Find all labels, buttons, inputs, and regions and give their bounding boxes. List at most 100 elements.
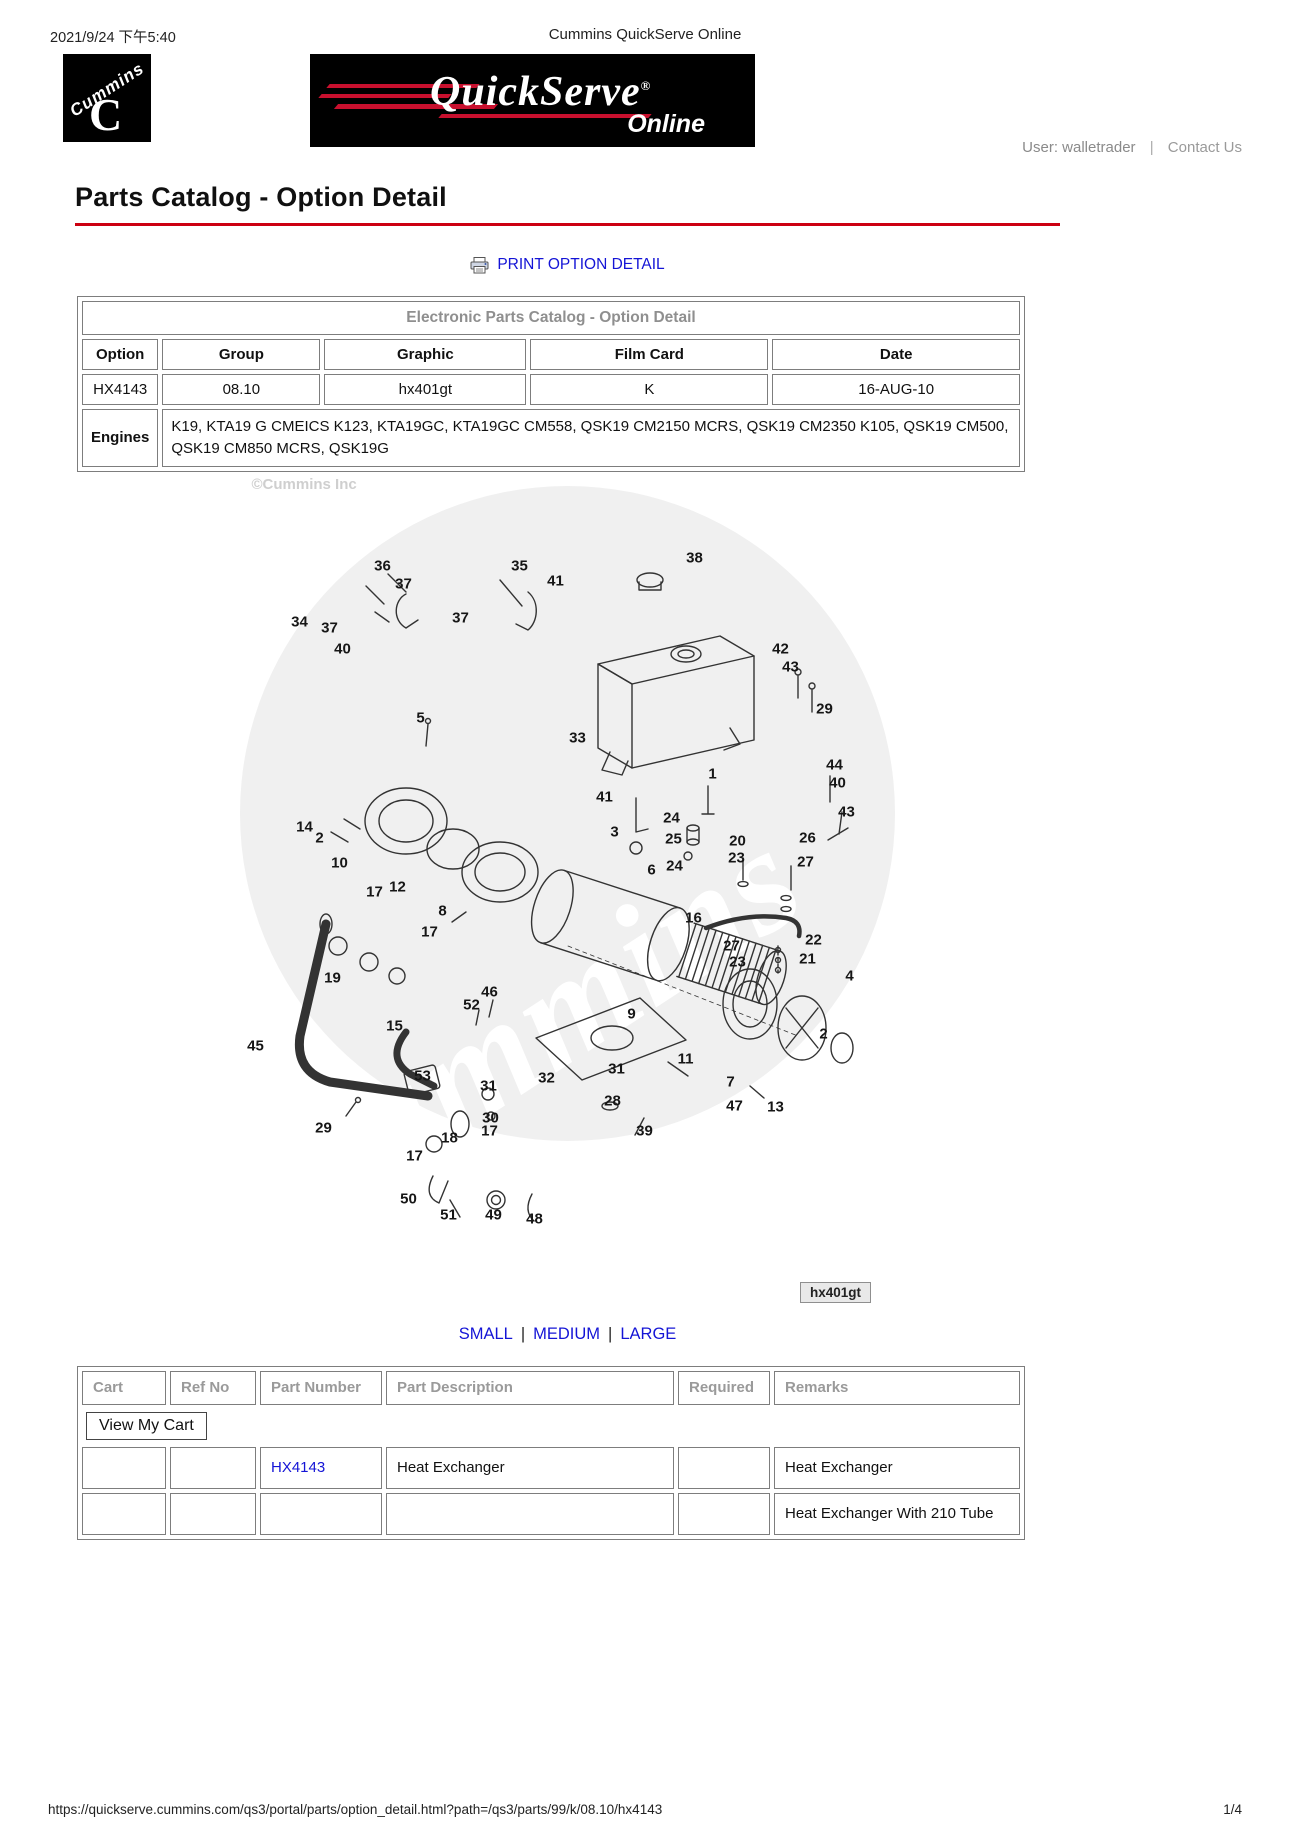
part-callout-number: 23 [729, 953, 746, 970]
part-callout-number: 32 [538, 1069, 555, 1086]
col-header-part-number: Part Number [260, 1370, 382, 1405]
date-value: 16-AUG-10 [772, 374, 1020, 405]
part-description-cell: Heat Exchanger [386, 1446, 674, 1489]
part-callout-number: 37 [452, 609, 469, 626]
cart-cell [82, 1446, 166, 1489]
ref-no-cell [170, 1492, 256, 1535]
part-callout-number: 17 [481, 1122, 498, 1139]
part-callout-number: 21 [799, 950, 816, 967]
size-link-large[interactable]: LARGE [620, 1324, 677, 1343]
part-number-cell: HX4143 [260, 1446, 382, 1489]
copyright-watermark: ©Cummins Inc [251, 475, 357, 493]
part-callout-number: 1 [708, 765, 717, 782]
col-header-date: Date [772, 339, 1020, 370]
part-callout-number: 46 [481, 983, 498, 1000]
part-callout-number: 50 [400, 1190, 417, 1207]
part-callout-number: 19 [324, 969, 341, 986]
part-callout-number: 49 [485, 1206, 502, 1223]
separator: | [1149, 139, 1154, 156]
col-header-group: Group [162, 339, 321, 370]
separator: | [520, 1324, 526, 1343]
group-value: 08.10 [162, 374, 321, 405]
table-row: HX4143 Heat Exchanger Heat Exchanger [82, 1446, 1020, 1489]
part-callout-number: 27 [723, 937, 740, 954]
part-callout-number: 39 [636, 1122, 653, 1139]
part-callout-number: 53 [414, 1067, 431, 1084]
part-callout-number: 41 [596, 788, 613, 805]
content: Parts Catalog - Option Detail PRINT OPTI… [75, 182, 1060, 1540]
part-callout-number: 2 [315, 829, 324, 846]
cart-cell [82, 1492, 166, 1535]
footer: https://quickserve.cummins.com/qs3/porta… [48, 1802, 1242, 1817]
part-callout-number: 38 [686, 549, 703, 566]
registered-mark: ® [640, 78, 652, 93]
size-link-medium[interactable]: MEDIUM [533, 1324, 601, 1343]
watermark-circle [239, 485, 895, 1141]
separator: | [608, 1324, 613, 1343]
title-rule [75, 223, 1060, 226]
part-number-link[interactable]: HX4143 [271, 1459, 326, 1476]
col-header-cart: Cart [82, 1370, 166, 1405]
part-callout-number: 24 [663, 809, 680, 826]
footer-url: https://quickserve.cummins.com/qs3/porta… [48, 1802, 663, 1817]
user-name: walletrader [1062, 139, 1136, 156]
part-callout-number: 23 [728, 849, 745, 866]
part-number-cell [260, 1492, 382, 1535]
part-callout-number: 6 [647, 861, 656, 878]
part-callout-number: 41 [547, 572, 564, 589]
part-callout-number: 43 [838, 803, 855, 820]
col-header-option: Option [82, 339, 159, 370]
part-callout-number: 24 [666, 857, 683, 874]
top-bar: 2021/9/24 下午5:40 Cummins QuickServe Onli… [0, 0, 1290, 46]
part-callout-number: 17 [421, 923, 438, 940]
part-callout-number: 40 [829, 774, 846, 791]
part-callout-number: 37 [395, 575, 412, 592]
size-link-small[interactable]: SMALL [458, 1324, 513, 1343]
required-cell [678, 1492, 770, 1535]
image-size-links: SMALL | MEDIUM | LARGE [75, 1325, 1060, 1344]
part-callout-number: 31 [608, 1060, 625, 1077]
cummins-logo: Cummins C [63, 54, 151, 142]
view-cart-row: View My Cart [82, 1408, 1020, 1443]
part-callout-number: 44 [826, 756, 843, 773]
part-callout-number: 37 [321, 619, 338, 636]
option-table-title: Electronic Parts Catalog - Option Detail [82, 301, 1020, 335]
user-bar: User: walletrader | Contact Us [1022, 139, 1242, 156]
part-callout-number: 45 [247, 1037, 264, 1054]
printer-icon [470, 256, 489, 273]
parts-list-table: Cart Ref No Part Number Part Description… [77, 1365, 1025, 1540]
part-callout-number: 27 [797, 853, 814, 870]
col-header-ref-no: Ref No [170, 1370, 256, 1405]
part-callout-number: 7 [726, 1073, 735, 1090]
part-callout-number: 2 [819, 1025, 828, 1042]
print-option-row: PRINT OPTION DETAIL [75, 256, 1060, 274]
contact-us-link[interactable]: Contact Us [1167, 139, 1242, 156]
cummins-c-icon: C [89, 89, 123, 140]
part-callout-number: 33 [569, 729, 586, 746]
part-callout-number: 48 [526, 1210, 543, 1227]
part-callout-number: 5 [416, 709, 425, 726]
part-callout-number: 14 [296, 818, 313, 835]
view-my-cart-button[interactable]: View My Cart [86, 1411, 207, 1440]
part-callout-number: 12 [389, 878, 406, 895]
part-callout-number: 28 [604, 1092, 621, 1109]
part-callout-number: 40 [334, 640, 351, 657]
part-callout-number: 18 [441, 1129, 458, 1146]
engines-label: Engines [82, 409, 159, 467]
print-timestamp: 2021/9/24 下午5:40 [50, 30, 176, 46]
part-callout-number: 29 [315, 1119, 332, 1136]
part-callout-number: 35 [511, 557, 528, 574]
part-callout-number: 42 [772, 640, 789, 657]
part-callout-number: 9 [627, 1005, 636, 1022]
remarks-cell: Heat Exchanger With 210 Tube [774, 1492, 1020, 1535]
part-callout-number: 36 [374, 557, 391, 574]
remarks-cell: Heat Exchanger [774, 1446, 1020, 1489]
col-header-remarks: Remarks [774, 1370, 1020, 1405]
col-header-part-description: Part Description [386, 1370, 674, 1405]
part-callout-number: 34 [291, 613, 308, 630]
print-option-detail-link[interactable]: PRINT OPTION DETAIL [497, 256, 665, 273]
browser-page-title: Cummins QuickServe Online [548, 26, 742, 43]
part-callout-number: 51 [440, 1206, 457, 1223]
